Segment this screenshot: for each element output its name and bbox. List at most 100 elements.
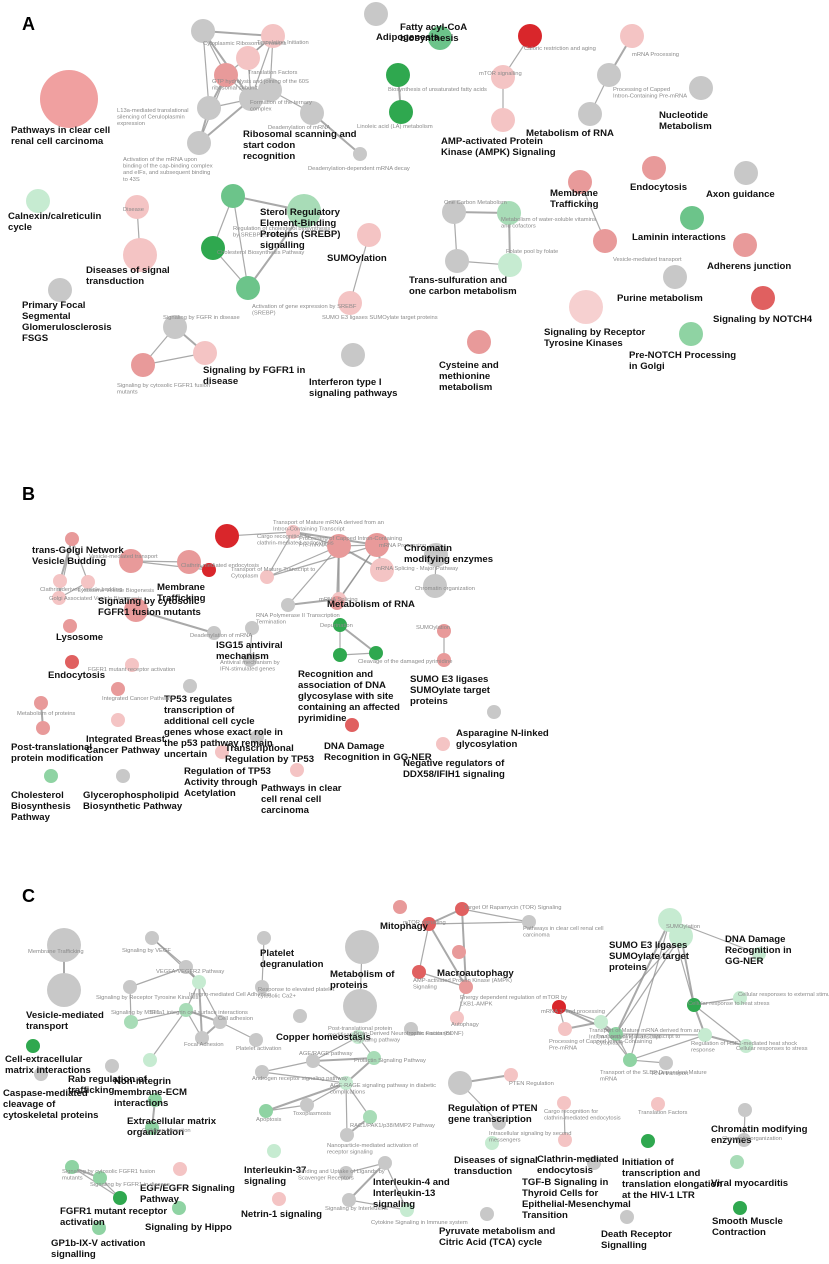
node-folate-pool-by-folate[interactable] bbox=[498, 253, 522, 277]
node-membrane-trafficking[interactable] bbox=[568, 170, 592, 194]
node-regulation-of-cholesterol-biosynthesis-by-srebp-srebf[interactable] bbox=[221, 184, 245, 208]
node-prolactin-signaling-pathway[interactable] bbox=[367, 1051, 381, 1065]
node-metabolism-of-rna[interactable] bbox=[330, 596, 344, 610]
node-cysteine-and-methionine-metabolism[interactable] bbox=[467, 330, 491, 354]
node-signaling-by-cytosolic-fgfr1-fusion-mutants[interactable] bbox=[124, 598, 148, 622]
node-dna-damage-recognition-in-gg-ner[interactable] bbox=[752, 947, 766, 961]
node-smooth-muscle-contraction[interactable] bbox=[733, 1201, 747, 1215]
node-rna-polymerase-ii-transcription-termination[interactable] bbox=[281, 598, 295, 612]
node-mrna-3-end-processing[interactable] bbox=[552, 1000, 566, 1014]
node-rac1-pak1-p38-mmp2-pathway[interactable] bbox=[363, 1110, 377, 1124]
node-signaling-by-mst1[interactable] bbox=[124, 1015, 138, 1029]
node-fgfr1-mutant-receptor-activation[interactable] bbox=[125, 658, 139, 672]
node-trans-golgi-network-vesicle-budding[interactable] bbox=[65, 532, 79, 546]
node-gtp-hydrolysis-and-joining-of-the-60s-ribosomal-subunit[interactable] bbox=[214, 63, 238, 87]
node-pten-regulation[interactable] bbox=[504, 1068, 518, 1082]
node-sumoylation[interactable] bbox=[658, 908, 682, 932]
node-chromatin-organization[interactable] bbox=[423, 574, 447, 598]
node-rna-transport[interactable] bbox=[659, 1056, 673, 1070]
node-sumoylation[interactable] bbox=[357, 223, 381, 247]
node-translation-initiation[interactable] bbox=[261, 24, 285, 48]
node-signaling-by-interleukins[interactable] bbox=[342, 1193, 356, 1207]
node-signaling-by-notch4[interactable] bbox=[751, 286, 775, 310]
node-cell-adhesion[interactable] bbox=[213, 1015, 227, 1029]
node-interleukin-37-signaling[interactable] bbox=[267, 1144, 281, 1158]
node-age-rage-pathway[interactable] bbox=[306, 1054, 320, 1068]
node-disease[interactable] bbox=[125, 195, 149, 219]
node-amp-activated-protein-kinase-ampk-signaling[interactable] bbox=[412, 965, 426, 979]
node-pyruvate-metabolism-and-citric-acid-tca-cycle[interactable] bbox=[480, 1207, 494, 1221]
node-lysosome[interactable] bbox=[63, 619, 77, 633]
node-toxoplasmosis[interactable] bbox=[300, 1098, 314, 1112]
node-autophagy[interactable] bbox=[450, 1011, 464, 1025]
node-adipogenesis[interactable] bbox=[364, 2, 388, 26]
node-processing-of-capped-intron-containing-pre-mrna[interactable] bbox=[597, 63, 621, 87]
node-diseases-of-signal-transduction[interactable] bbox=[123, 238, 157, 272]
node-cytokine-signaling-in-immune-system[interactable] bbox=[400, 1203, 414, 1217]
node-focal-adhesion[interactable] bbox=[195, 1031, 209, 1045]
node-transport-of-the-slbp-dependent-mature-mrna[interactable] bbox=[623, 1053, 637, 1067]
node-translation-factors[interactable] bbox=[236, 46, 260, 70]
node-deadenylation-of-mrna[interactable] bbox=[207, 626, 221, 640]
node-collagen-formation[interactable] bbox=[145, 1121, 159, 1135]
node-rab-regulation-of-trafficking[interactable] bbox=[105, 1059, 119, 1073]
node-target-of-rapamycin-tor-signaling[interactable] bbox=[455, 902, 469, 916]
node-amp-activated-protein-kinase-ampk-signaling[interactable] bbox=[491, 108, 515, 132]
node-transport-of-mature-mrna-derived-from-an-intron-containing-transcript[interactable] bbox=[594, 1015, 608, 1029]
node-cleavage-of-the-damaged-pyrimidine[interactable] bbox=[369, 646, 383, 660]
node-metabolism-of-proteins[interactable] bbox=[345, 930, 379, 964]
node-one-carbon-metabolism[interactable] bbox=[442, 200, 466, 224]
node-interleukin-4-and-interleukin-13-signaling[interactable] bbox=[378, 1156, 392, 1170]
node-transcriptional-regulation-by-tp53[interactable] bbox=[250, 730, 264, 744]
node-ribosomal-scanning-and-start-codon-recognition[interactable] bbox=[239, 87, 263, 111]
node-cellular-responses-to-stress[interactable] bbox=[739, 1039, 753, 1053]
node-primary-focal-segmental-glomerulosclerosis-fsgs[interactable] bbox=[48, 278, 72, 302]
node-endocytosis[interactable] bbox=[65, 655, 79, 669]
node-caloric-restriction-and-aging[interactable] bbox=[518, 24, 542, 48]
node-mtor-signalling[interactable] bbox=[491, 65, 515, 89]
node-integrated-cancer-pathway[interactable] bbox=[111, 682, 125, 696]
node-sterol-regulatory-element-binding-proteins-srebp-signalling[interactable] bbox=[287, 194, 321, 228]
node-antiviral-mechanism-by-ifn-stimulated-genes[interactable] bbox=[243, 653, 257, 667]
node-cellular-responses-to-external-stimuli[interactable] bbox=[733, 991, 747, 1005]
node-mrna-processing[interactable] bbox=[620, 24, 644, 48]
node-signaling-by-fgfr-in-disease[interactable] bbox=[163, 315, 187, 339]
node-signaling-by-fgfr1-in-disease[interactable] bbox=[93, 1171, 107, 1185]
node-vesicle-mediated-transport[interactable] bbox=[119, 549, 143, 573]
node-activation-of-the-mrna-upon-binding-of-the-cap-binding-complex-and-eifs-and-subsequent-binding-to-43s[interactable] bbox=[187, 131, 211, 155]
node-androgen-receptor-signaling-pathway[interactable] bbox=[255, 1065, 269, 1079]
node-endocytosis[interactable] bbox=[642, 156, 666, 180]
node-gp1b-ix-v-activation-signalling[interactable] bbox=[92, 1221, 106, 1235]
node-mitophagy[interactable] bbox=[393, 900, 407, 914]
node-regulation-of-hsf1-mediated-heat-shock-response[interactable] bbox=[698, 1028, 712, 1042]
node-apoptosis[interactable] bbox=[259, 1104, 273, 1118]
node-sumo-e3-ligases-sumoylate-target-proteins[interactable] bbox=[338, 291, 362, 315]
node-processing-of-capped-intron-containing-pre-mrna[interactable] bbox=[558, 1022, 572, 1036]
node-tgf-b-signaling-in-thyroid-cells-for-epithelial-mesenchymal-transition[interactable] bbox=[587, 1156, 601, 1170]
node-cellular-response-to-heat-stress[interactable] bbox=[687, 998, 701, 1012]
node-viral-myocarditis[interactable] bbox=[730, 1155, 744, 1169]
node-sumo-e3-ligases-sumoylate-target-proteins[interactable] bbox=[437, 653, 451, 667]
node-chromatin-organization[interactable] bbox=[737, 1133, 751, 1147]
node-negative-regulators-of-ddx58-ifih1-signaling[interactable] bbox=[436, 737, 450, 751]
node-tp53-regulates-transcription-of-additional-cell-cycle-genes-whose-exact-role-in-the-p53-pathway-remain-uncertain[interactable] bbox=[183, 679, 197, 693]
node-mrna-splicing-major-pathway[interactable] bbox=[370, 558, 394, 582]
node-pre-notch-processing-in-golgi[interactable] bbox=[679, 322, 703, 346]
node-cell-extracellular-matrix-interactions[interactable] bbox=[26, 1039, 40, 1053]
node-transport-of-mature-transcript-to-cytoplasm[interactable] bbox=[609, 1027, 623, 1041]
node-age-rage-signaling-pathway-in-diabetic-complications[interactable] bbox=[339, 1076, 353, 1090]
node-asparagine-n-linked-glycosylation[interactable] bbox=[487, 705, 501, 719]
node-copper-homeostasis[interactable] bbox=[293, 1009, 307, 1023]
node-signaling-by-vegf[interactable] bbox=[145, 931, 159, 945]
node-insulin-resistance[interactable] bbox=[404, 1022, 418, 1036]
node-deadenylation-dependent-mrna-decay[interactable] bbox=[353, 147, 367, 161]
node-non-integrin-membrane-ecm-interactions[interactable] bbox=[143, 1053, 157, 1067]
node-interferon-type-i-signaling-pathways[interactable] bbox=[341, 343, 365, 367]
node-vesicle-mediated-transport[interactable] bbox=[47, 973, 81, 1007]
node-mrna-processing[interactable] bbox=[365, 533, 389, 557]
node-cholesterol-biosynthesis-pathway[interactable] bbox=[201, 236, 225, 260]
node-isg15-antiviral-mechanism[interactable] bbox=[245, 621, 259, 635]
node-cholesterol-biosynthesis-pathway[interactable] bbox=[44, 769, 58, 783]
node-lysosome-vesicle-biogenesis[interactable] bbox=[81, 575, 95, 589]
node-laminin-interactions[interactable] bbox=[680, 206, 704, 230]
